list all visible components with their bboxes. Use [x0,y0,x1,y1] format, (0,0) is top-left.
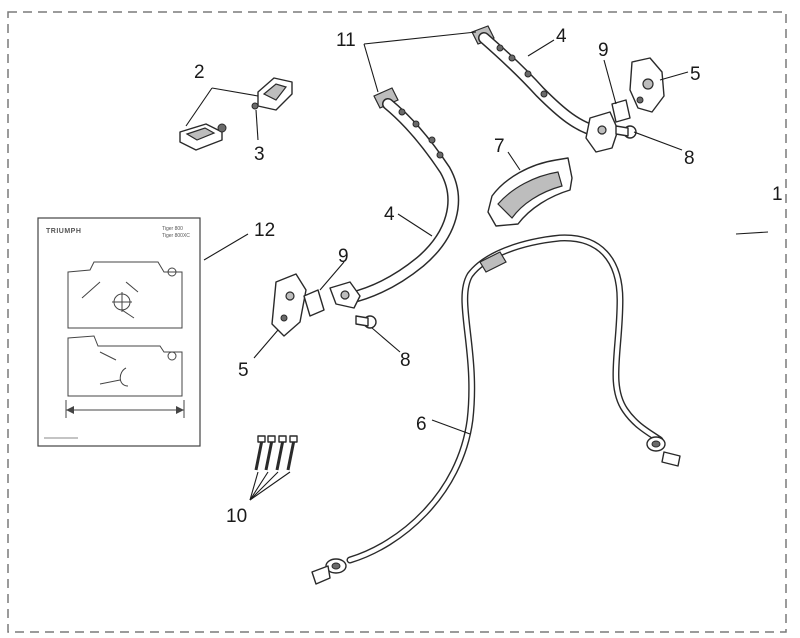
callout-4-top: 4 [556,26,567,47]
instruction-sheet: TRIUMPH Tiger 800 Tiger 800XC [37,217,201,447]
cable-cover [487,157,573,227]
spacer-right [611,99,631,123]
callout-10: 10 [226,506,247,527]
callout-11: 11 [336,30,356,51]
callout-6: 6 [416,414,427,435]
callout-3: 3 [254,144,265,165]
cable-ties [254,435,298,471]
sheet-brand: TRIUMPH [46,228,81,235]
callout-9-top: 9 [598,40,609,61]
spacer-left [303,289,325,317]
clamp-bracket-right [629,57,665,113]
bolt-right [615,125,637,139]
callout-2: 2 [194,62,205,83]
bolt-left [355,315,377,329]
callout-8-top: 8 [684,148,695,169]
cap-part-left [179,123,223,151]
guide-bar-left [329,98,460,309]
callout-9-lower: 9 [338,246,349,267]
kit-boundary [7,11,787,633]
sheet-model-2: Tiger 800XC [162,233,190,239]
bar-grip-left [373,87,399,109]
callout-1: 1 [772,184,783,205]
callout-7: 7 [494,136,505,157]
callout-4-lower: 4 [384,204,395,225]
callout-5-top: 5 [690,64,701,85]
throttle-cable [311,234,681,585]
cap-part-right [257,77,293,111]
callout-5-lower: 5 [238,360,249,381]
pin-part [217,123,227,133]
sheet-model-1: Tiger 800 [162,226,183,232]
callout-12: 12 [254,220,275,241]
leader-lines [185,31,769,501]
guide-bar-right [478,32,619,153]
clamp-bracket-left [271,273,307,337]
pin-part-small [251,102,259,110]
callout-8-lower: 8 [400,350,411,371]
